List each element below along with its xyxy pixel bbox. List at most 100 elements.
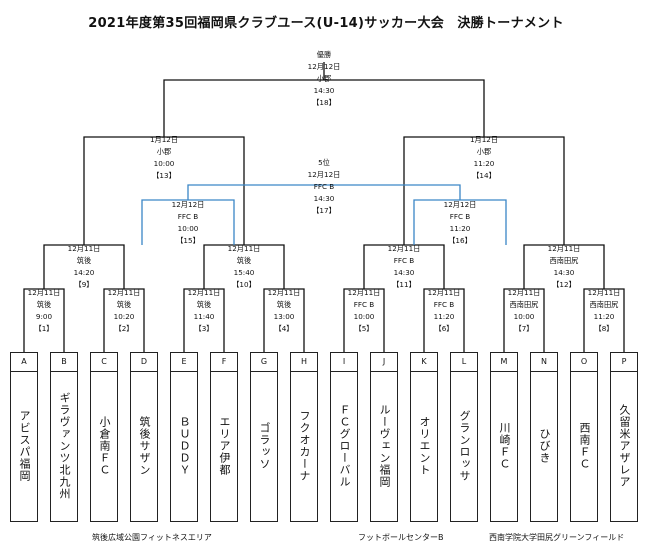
team-name: 西南ＦＣ <box>578 422 591 470</box>
match-m1-no: 【1】 <box>34 324 54 333</box>
team-name: ギラヴァンツ北九州 <box>58 392 71 500</box>
match-m5-time: 10:00 <box>353 312 375 321</box>
match-m10-no: 【10】 <box>232 280 256 289</box>
team-slot-letter: H <box>291 353 317 372</box>
venue-seinan: 西南学院大学田尻グリーンフィールド <box>489 533 625 542</box>
match-m8-time: 11:20 <box>593 312 615 321</box>
team-name: アビスパ福岡 <box>18 410 31 482</box>
team-name: グランロッサ <box>458 410 471 482</box>
match-m2-no: 【2】 <box>114 324 134 333</box>
match-m4-time: 13:00 <box>273 312 295 321</box>
team-name: ＢＵＤＤＹ <box>178 416 191 476</box>
venue-ffc: フットボールセンターB <box>358 533 444 542</box>
team-slot-letter: A <box>11 353 37 372</box>
match-m18-heading: 優勝 <box>316 50 332 59</box>
match-label-m4: 12月11日筑後 13:00 【4】 <box>239 287 329 335</box>
team-slot-letter: K <box>411 353 437 372</box>
match-m17-date: 12月12日 <box>307 170 341 179</box>
match-m9-date: 12月11日 <box>67 244 101 253</box>
match-m8-no: 【8】 <box>594 324 614 333</box>
team-slot-letter: D <box>131 353 157 372</box>
match-label-m10: 12月11日筑後 15:40 【10】 <box>199 243 289 291</box>
team-box-l: L グランロッサ <box>450 352 478 522</box>
venue-chikugo: 筑後広域公園フィットネスエリア <box>92 533 212 542</box>
match-m16-date: 12月12日 <box>443 200 477 209</box>
match-m5-no: 【5】 <box>354 324 374 333</box>
match-m7-no: 【7】 <box>514 324 534 333</box>
match-m11-no: 【11】 <box>392 280 416 289</box>
match-m14-venue: 小郡 <box>476 147 492 156</box>
match-m8-venue: 西南田尻 <box>589 300 619 309</box>
match-m1-time: 9:00 <box>35 312 53 321</box>
match-m12-date: 12月11日 <box>547 244 581 253</box>
match-m12-time: 14:30 <box>553 268 575 277</box>
team-slot-letter: J <box>371 353 397 372</box>
match-m10-venue: 筑後 <box>236 256 252 265</box>
team-slot-letter: L <box>451 353 477 372</box>
match-m6-venue: FFC B <box>433 300 455 309</box>
team-box-a: A アビスパ福岡 <box>10 352 38 522</box>
match-m6-date: 12月11日 <box>427 288 461 297</box>
match-m12-venue: 西南田尻 <box>549 256 579 265</box>
team-name: 筑後サザン <box>138 416 151 476</box>
match-m1-venue: 筑後 <box>36 300 52 309</box>
match-m10-date: 12月11日 <box>227 244 261 253</box>
team-slot-letter: B <box>51 353 77 372</box>
team-box-o: O 西南ＦＣ <box>570 352 598 522</box>
match-label-m1: 12月11日筑後 9:00 【1】 <box>0 287 89 335</box>
match-m4-venue: 筑後 <box>276 300 292 309</box>
team-slot-letter: N <box>531 353 557 372</box>
match-m16-time: 11:20 <box>449 224 471 233</box>
match-m4-no: 【4】 <box>274 324 294 333</box>
match-m12-no: 【12】 <box>552 280 576 289</box>
match-m16-no: 【16】 <box>448 236 472 245</box>
team-name: オリエント <box>418 416 431 476</box>
team-slot-letter: P <box>611 353 637 372</box>
match-m11-venue: FFC B <box>393 256 415 265</box>
match-m2-venue: 筑後 <box>116 300 132 309</box>
match-m8-date: 12月11日 <box>587 288 621 297</box>
match-m9-no: 【9】 <box>74 280 94 289</box>
match-m18-venue: 小郡 <box>316 74 332 83</box>
match-m13-date: 1月12日 <box>149 135 179 144</box>
match-m17-venue: FFC B <box>313 182 335 191</box>
match-m15-date: 12月12日 <box>171 200 205 209</box>
match-m17-time: 14:30 <box>313 194 335 203</box>
team-name: 久留米アザレア <box>618 404 631 488</box>
match-m10-time: 15:40 <box>233 268 255 277</box>
match-m1-date: 12月11日 <box>27 288 61 297</box>
team-box-e: E ＢＵＤＤＹ <box>170 352 198 522</box>
team-slot-letter: I <box>331 353 357 372</box>
match-label-m8: 12月11日西南田尻 11:20 【8】 <box>559 287 649 335</box>
match-m18-time: 14:30 <box>313 86 335 95</box>
match-m4-date: 12月11日 <box>267 288 301 297</box>
match-m11-time: 14:30 <box>393 268 415 277</box>
team-slot-letter: C <box>91 353 117 372</box>
match-m9-venue: 筑後 <box>76 256 92 265</box>
fifth-place-connector <box>187 184 461 200</box>
team-box-p: P 久留米アザレア <box>610 352 638 522</box>
team-slot-letter: M <box>491 353 517 372</box>
match-m6-no: 【6】 <box>434 324 454 333</box>
team-slot-letter: E <box>171 353 197 372</box>
match-m17-heading: 5位 <box>318 158 330 167</box>
team-slot-letter: O <box>571 353 597 372</box>
match-m15-no: 【15】 <box>176 236 200 245</box>
